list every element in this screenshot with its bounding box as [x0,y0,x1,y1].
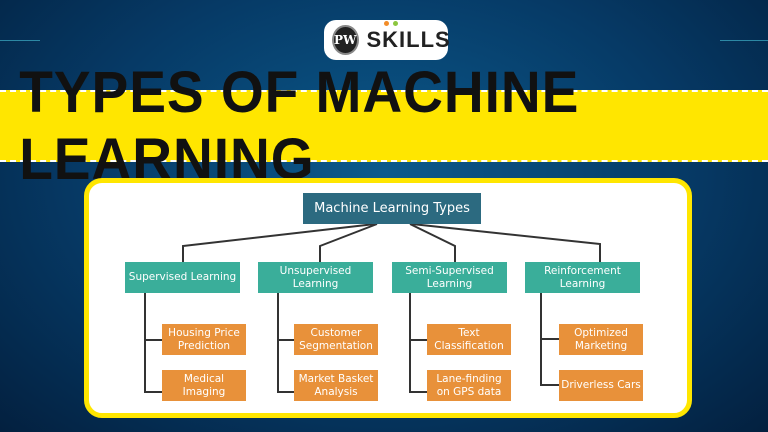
example-customer-segmentation: Customer Segmentation [294,324,378,355]
category-supervised: Supervised Learning [125,262,240,293]
connector-reinforcement [540,293,559,386]
connector-semi [409,293,427,393]
circuit-decoration-left [0,40,40,41]
connector-root-reinforcement [411,223,601,262]
pw-skills-logo: PW SKILLS [324,20,451,60]
connector-root-supervised [182,223,376,262]
example-lane-finding: Lane-finding on GPS data [427,370,511,401]
connector-root-unsupervised [319,223,378,262]
connector-root-semi [409,223,456,262]
connector-supervised [144,293,162,393]
logo-wordmark: SKILLS [366,27,451,52]
category-semi-supervised: Semi-Supervised Learning [392,262,507,293]
orange-dot [383,21,389,26]
connector-unsupervised [277,293,294,393]
logo-text: SKILLS [366,21,451,53]
example-optimized-marketing: Optimized Marketing [559,324,643,355]
example-medical-imaging: Medical Imaging [162,370,246,401]
root-node: Machine Learning Types [303,193,481,224]
category-unsupervised: Unsupervised Learning [258,262,373,293]
example-market-basket: Market Basket Analysis [294,370,378,401]
example-text-classification: Text Classification [427,324,511,355]
circuit-decoration-right [720,40,768,41]
example-driverless-cars: Driverless Cars [559,370,643,401]
category-reinforcement: Reinforcement Learning [525,262,640,293]
green-dot [392,21,398,26]
pw-emblem: PW [332,25,359,55]
example-housing-price: Housing Price Prediction [162,324,246,355]
